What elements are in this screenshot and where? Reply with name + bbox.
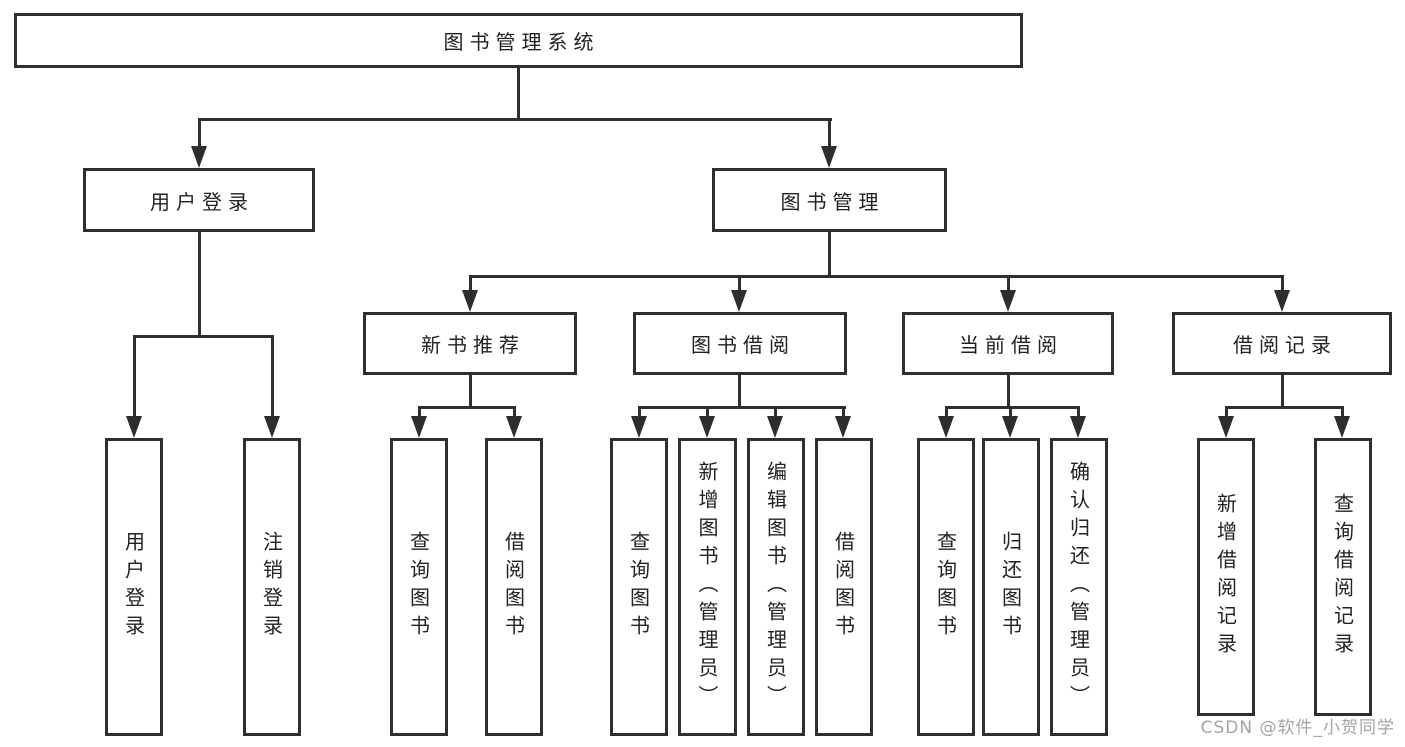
connector-vline [469,275,472,291]
arrow-down-icon [938,416,954,438]
leaf-cb-query-books: 查询图书 [917,438,975,736]
leaf-br-query-record: 查询借阅记录 [1314,438,1372,716]
connector-hline [638,406,846,409]
node-book-borrow: 图书借阅 [633,312,847,375]
arrow-down-icon [731,290,747,312]
leaf-cb-confirm-return-admin: 确认归还（管理员） [1050,438,1108,736]
arrow-down-icon [1000,290,1016,312]
connector-vline [1281,275,1284,291]
connector-vline [738,275,741,291]
connector-vline [469,375,472,406]
arrow-down-icon [191,146,207,168]
connector-hline [945,406,1080,409]
watermark: CSDN @软件_小贺同学 [1200,718,1395,738]
connector-vline [1077,406,1080,416]
connector-hline [469,275,1283,278]
arrow-down-icon [1334,416,1350,438]
connector-vline [271,335,274,416]
node-user-login: 用户登录 [83,168,315,232]
leaf-bb-add-book-admin: 新增图书（管理员） [678,438,737,736]
connector-hline [198,118,832,121]
arrow-down-icon [264,416,280,438]
arrow-down-icon [1274,290,1290,312]
connector-vline [133,335,136,416]
connector-hline [418,406,516,409]
arrow-down-icon [126,416,142,438]
leaf-cb-return-books: 归还图书 [982,438,1040,736]
arrow-down-icon [1002,416,1018,438]
arrow-down-icon [506,416,522,438]
connector-vline [828,118,831,146]
arrow-down-icon [462,290,478,312]
arrow-down-icon [1218,416,1234,438]
leaf-br-add-record: 新增借阅记录 [1197,438,1255,716]
node-borrow-records: 借阅记录 [1172,312,1392,375]
connector-hline [133,335,274,338]
connector-vline [513,406,516,416]
node-new-book-recommend: 新书推荐 [363,312,577,375]
leaf-bb-query-books: 查询图书 [610,438,668,736]
leaf-logout: 注销登录 [243,438,301,736]
connector-vline [828,232,831,275]
leaf-bb-edit-book-admin: 编辑图书（管理员） [747,438,805,736]
connector-vline [638,406,641,416]
connector-vline [706,406,709,416]
connector-vline [198,232,201,335]
arrow-down-icon [835,416,851,438]
leaf-user-login: 用户登录 [105,438,163,736]
leaf-bb-borrow-books: 借阅图书 [815,438,873,736]
arrow-down-icon [1070,416,1086,438]
connector-hline [1225,406,1344,409]
connector-vline [1341,406,1344,416]
arrow-down-icon [699,416,715,438]
connector-vline [418,406,421,416]
connector-vline [842,406,845,416]
connector-vline [1281,375,1284,406]
node-root: 图书管理系统 [14,13,1023,68]
leaf-nb-borrow-books: 借阅图书 [485,438,543,736]
connector-vline [738,375,741,406]
connector-vline [1009,406,1012,416]
arrow-down-icon [821,146,837,168]
arrow-down-icon [767,416,783,438]
connector-vline [517,68,520,118]
arrow-down-icon [411,416,427,438]
connector-vline [774,406,777,416]
arrow-down-icon [631,416,647,438]
connector-vline [1225,406,1228,416]
connector-vline [198,118,201,146]
connector-vline [945,406,948,416]
connector-vline [1007,275,1010,291]
node-current-borrow: 当前借阅 [902,312,1114,375]
node-book-management: 图书管理 [712,168,947,232]
leaf-nb-query-books: 查询图书 [390,438,448,736]
connector-vline [1007,375,1010,406]
